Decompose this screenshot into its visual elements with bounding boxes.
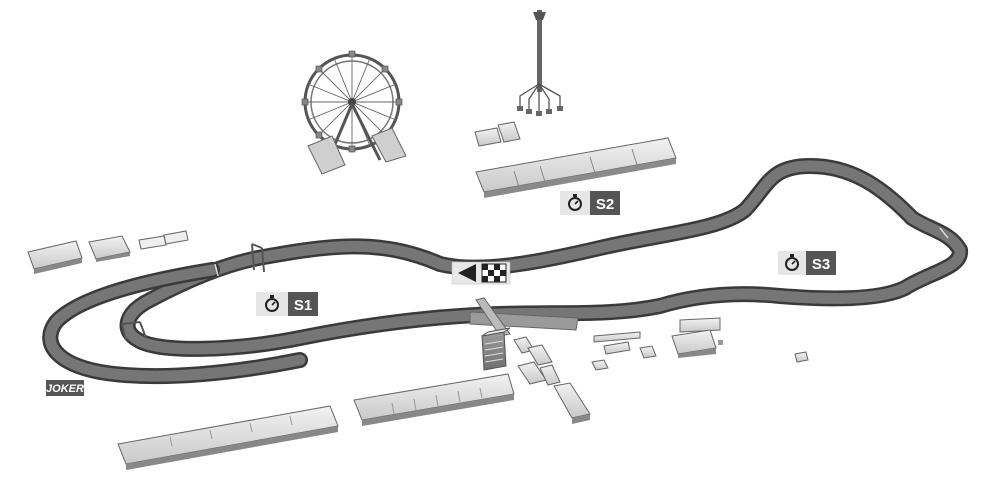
checkered-flag-icon <box>481 263 507 283</box>
ferris-wheel <box>301 50 407 175</box>
sector-s3-label: S3 <box>778 251 836 275</box>
joker-label: JOKER <box>46 380 84 396</box>
service-block <box>474 121 521 147</box>
race-track <box>42 158 968 385</box>
sector-s2-label: S2 <box>560 191 620 215</box>
stopwatch-icon <box>568 194 582 211</box>
sector-s1-label: S1 <box>256 292 318 316</box>
direction-arrow-icon <box>458 264 476 282</box>
stopwatch-icon <box>785 254 799 271</box>
grandstand-south-center <box>353 373 515 426</box>
sector-s3-text: S3 <box>812 256 830 273</box>
paddock-blocks-east <box>591 317 809 371</box>
joker-text: JOKER <box>46 383 84 395</box>
pit-building <box>481 327 511 371</box>
start-finish-marker <box>451 261 511 285</box>
stopwatch-icon <box>265 295 279 312</box>
grandstand-north <box>475 137 677 198</box>
paddock-blocks-center <box>513 336 591 424</box>
paddock-buildings-west <box>27 230 189 274</box>
drop-tower <box>517 10 563 116</box>
sector-s2-text: S2 <box>596 196 614 213</box>
sector-s1-text: S1 <box>294 297 312 314</box>
grandstand-south-west <box>117 405 339 470</box>
